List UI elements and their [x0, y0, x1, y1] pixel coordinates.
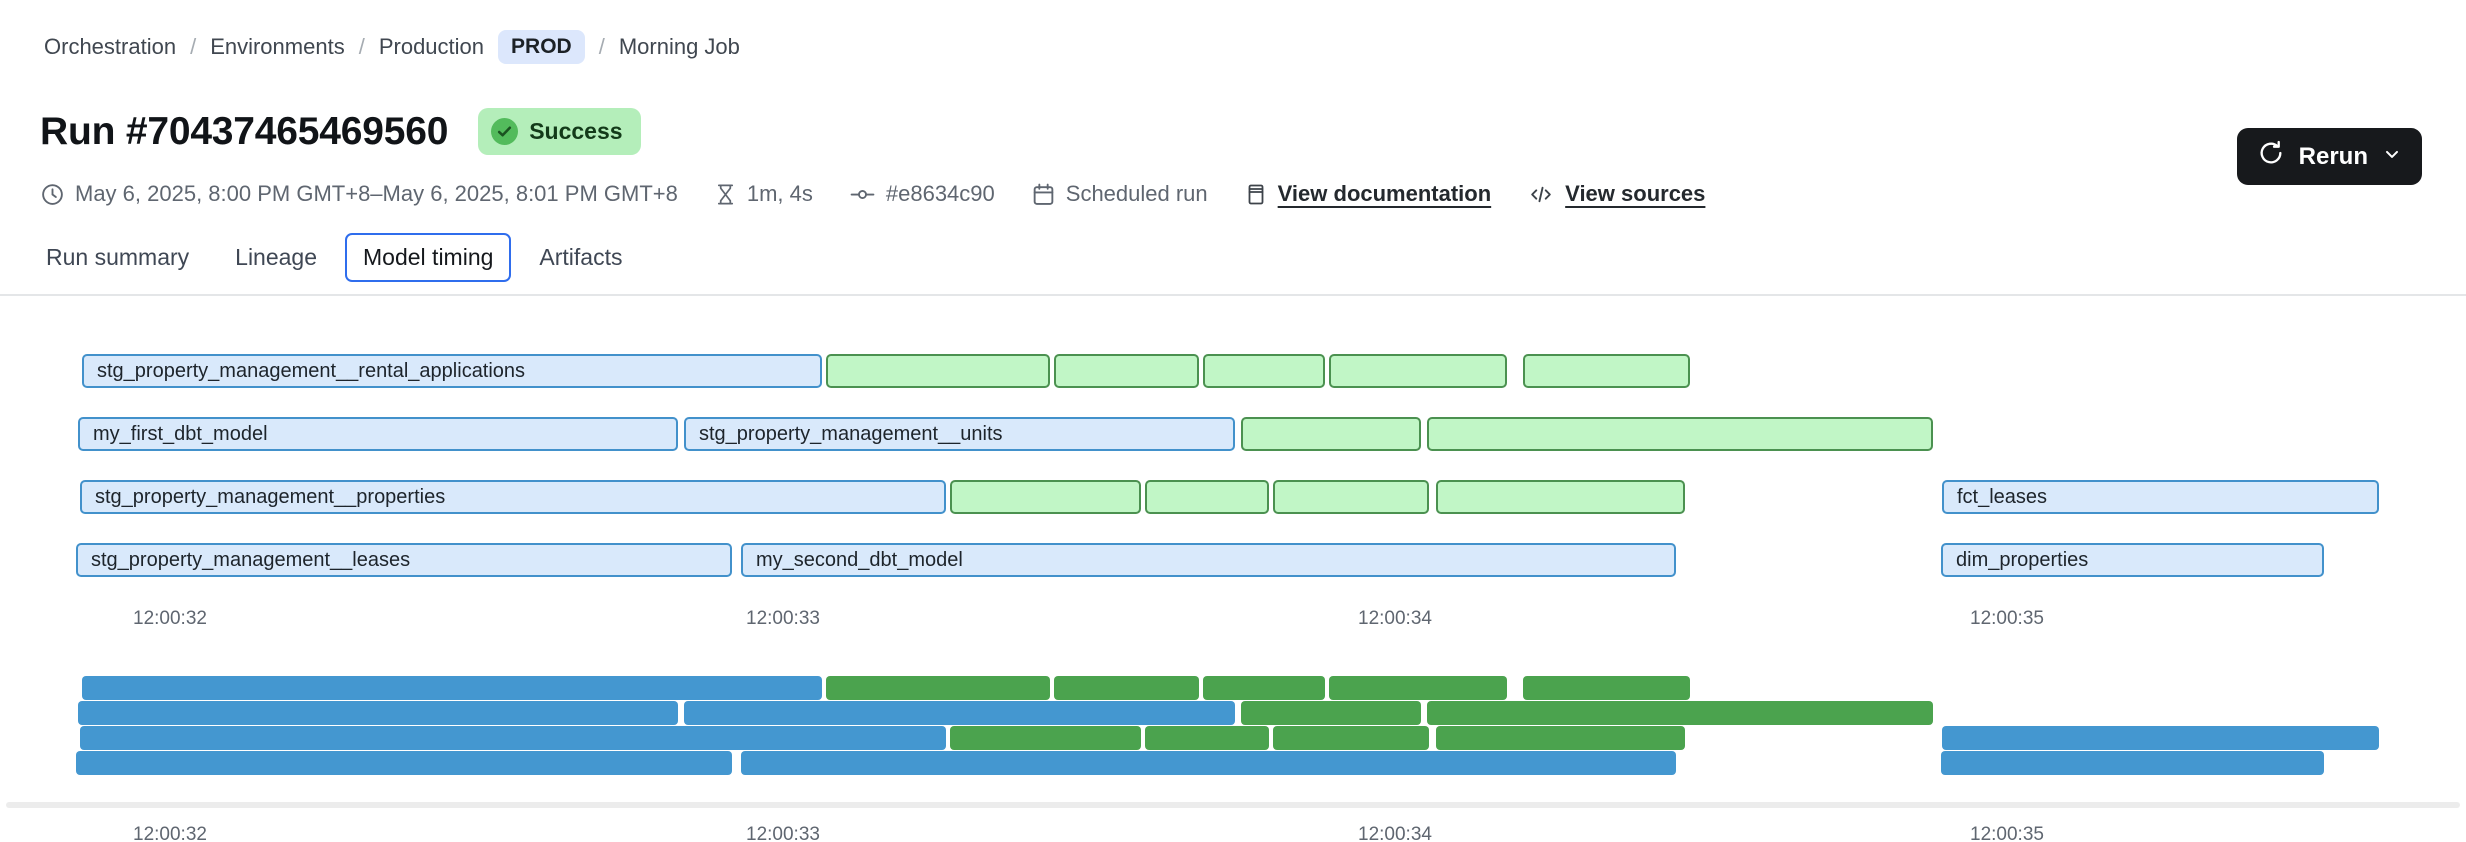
rerun-label: Rerun — [2298, 142, 2368, 170]
gantt-bar[interactable]: stg_property_management__leases — [76, 543, 732, 577]
gantt-bar[interactable] — [1273, 480, 1429, 514]
meta-duration: 1m, 4s — [714, 181, 813, 207]
meta-sources[interactable]: View sources — [1527, 181, 1705, 207]
minimap-bar — [950, 726, 1141, 750]
minimap-bar — [1427, 701, 1933, 725]
gantt-bar[interactable] — [1241, 417, 1421, 451]
gantt-bar[interactable]: my_second_dbt_model — [741, 543, 1676, 577]
gantt-bar[interactable]: my_first_dbt_model — [78, 417, 678, 451]
minimap-bar — [684, 701, 1235, 725]
breadcrumb-production[interactable]: Production — [378, 34, 485, 59]
prod-environment-badge: PROD — [498, 30, 585, 64]
minimap-bar — [1941, 751, 2324, 775]
axis-tick-label: 12:00:35 — [1970, 608, 2044, 629]
gantt-bar[interactable]: fct_leases — [1942, 480, 2379, 514]
rerun-button[interactable]: Rerun — [2236, 128, 2422, 185]
minimap-bar — [76, 751, 732, 775]
gantt-bar[interactable]: stg_property_management__rental_applicat… — [82, 354, 822, 388]
minimap-bar — [1942, 726, 2379, 750]
calendar-icon — [1033, 183, 1054, 205]
minimap-scroll-track[interactable] — [6, 802, 2460, 808]
axis-tick-label: 12:00:35 — [1970, 824, 2044, 842]
gantt-bar[interactable] — [1523, 354, 1690, 388]
gantt-bar[interactable]: stg_property_management__properties — [80, 480, 946, 514]
title-row: Run #70437465469560 Success — [40, 108, 2422, 155]
axis-tick-label: 12:00:34 — [1358, 824, 1432, 842]
documentation-icon — [1248, 184, 1264, 204]
hourglass-icon — [717, 184, 733, 204]
meta-time-range: May 6, 2025, 8:00 PM GMT+8–May 6, 2025, … — [40, 181, 678, 207]
gantt-bar[interactable] — [1203, 354, 1325, 388]
minimap-bar — [80, 726, 946, 750]
tab-bar: Run summary Lineage Model timing Artifac… — [28, 233, 2466, 282]
minimap-bar — [78, 701, 678, 725]
refresh-icon — [2257, 139, 2285, 174]
minimap-bar — [82, 676, 822, 700]
tab-lineage[interactable]: Lineage — [217, 233, 335, 282]
tab-artifacts[interactable]: Artifacts — [521, 233, 640, 282]
meta-commit: #e8634c90 — [849, 181, 995, 207]
success-check-icon — [491, 118, 519, 145]
tab-model-timing[interactable]: Model timing — [345, 233, 512, 282]
gantt-minimap[interactable] — [0, 676, 2466, 776]
tab-run-summary[interactable]: Run summary — [28, 233, 207, 282]
gantt-bar[interactable] — [950, 480, 1141, 514]
code-icon — [1531, 186, 1551, 202]
breadcrumb-morning-job[interactable]: Morning Job — [618, 34, 740, 59]
breadcrumb-separator: / — [358, 34, 365, 59]
meta-trigger: Scheduled run — [1031, 181, 1208, 207]
chevron-down-icon[interactable] — [2382, 143, 2402, 171]
axis-tick-label: 12:00:33 — [746, 824, 820, 842]
breadcrumb-separator: / — [190, 34, 197, 59]
commit-icon — [850, 189, 875, 199]
gantt-bar[interactable]: dim_properties — [1941, 543, 2324, 577]
breadcrumb-separator: / — [598, 34, 605, 59]
breadcrumb-orchestration[interactable]: Orchestration — [44, 34, 177, 59]
gantt-main: stg_property_management__rental_applicat… — [0, 354, 2466, 580]
gantt-bar[interactable] — [1436, 480, 1685, 514]
status-badge: Success — [478, 108, 641, 155]
minimap-bar — [741, 751, 1676, 775]
breadcrumb-environments[interactable]: Environments — [210, 34, 345, 59]
gantt-time-axis: 12:00:32 12:00:33 12:00:34 12:00:35 — [0, 608, 2466, 632]
axis-tick-label: 12:00:32 — [133, 824, 207, 842]
run-meta-row: May 6, 2025, 8:00 PM GMT+8–May 6, 2025, … — [40, 181, 2422, 207]
minimap-bar — [1523, 676, 1690, 700]
gantt-bar[interactable] — [1145, 480, 1269, 514]
minimap-bar — [1329, 676, 1507, 700]
minimap-bar — [1241, 701, 1421, 725]
page-title: Run #70437465469560 — [40, 109, 449, 153]
gantt-bar[interactable] — [1054, 354, 1199, 388]
axis-tick-label: 12:00:34 — [1358, 608, 1432, 629]
gantt-bar[interactable] — [826, 354, 1050, 388]
status-label: Success — [529, 118, 623, 144]
gantt-bar[interactable] — [1427, 417, 1933, 451]
minimap-bar — [1273, 726, 1429, 750]
gantt-bar[interactable] — [1329, 354, 1507, 388]
breadcrumb: Orchestration / Environments / Productio… — [0, 0, 2466, 64]
model-timing-chart: stg_property_management__rental_applicat… — [0, 354, 2466, 842]
minimap-bar — [1203, 676, 1325, 700]
minimap-bar — [1436, 726, 1685, 750]
tabs-divider — [0, 294, 2466, 296]
minimap-time-axis: 12:00:32 12:00:33 12:00:34 12:00:35 — [0, 824, 2466, 842]
minimap-bar — [826, 676, 1050, 700]
gantt-bar[interactable]: stg_property_management__units — [684, 417, 1235, 451]
axis-tick-label: 12:00:32 — [133, 608, 207, 629]
minimap-bar — [1054, 676, 1199, 700]
clock-icon — [42, 183, 63, 205]
minimap-bar — [1145, 726, 1269, 750]
axis-tick-label: 12:00:33 — [746, 608, 820, 629]
meta-docs[interactable]: View documentation — [1244, 181, 1491, 207]
